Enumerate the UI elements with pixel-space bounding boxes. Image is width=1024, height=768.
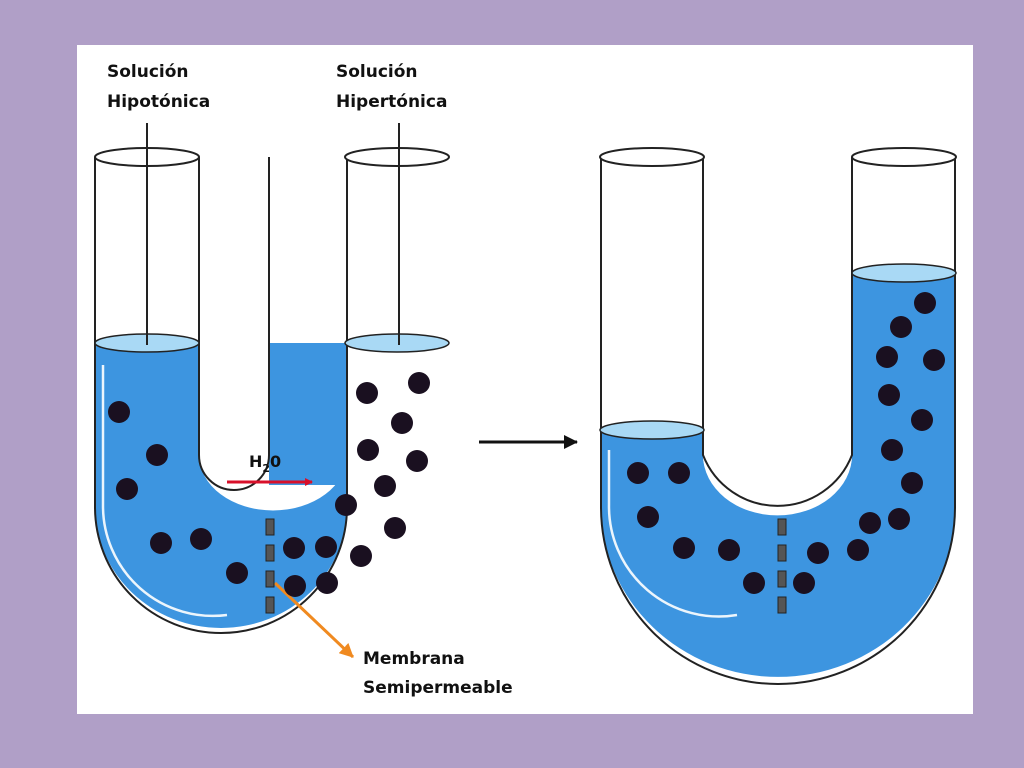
solute-particle xyxy=(316,572,338,594)
tube-gap-initial xyxy=(199,345,269,485)
surface-hypertonic-final xyxy=(851,263,957,283)
solute-particle xyxy=(226,562,248,584)
solute-particle xyxy=(743,572,765,594)
solute-particle xyxy=(384,517,406,539)
solute-particle xyxy=(190,528,212,550)
solute-particle xyxy=(901,472,923,494)
solute-particle xyxy=(146,444,168,466)
solute-particle xyxy=(793,572,815,594)
membrane-segment xyxy=(777,596,787,614)
solute-particle xyxy=(923,349,945,371)
u-tube-final xyxy=(599,147,957,685)
solute-particle xyxy=(284,575,306,597)
solute-particle xyxy=(911,409,933,431)
solution-body-final xyxy=(601,273,955,677)
glass-highlight-final xyxy=(607,450,738,618)
membrane-segment xyxy=(777,518,787,536)
membrane-segment xyxy=(265,544,275,562)
surface-hypotonic-final xyxy=(599,420,705,440)
solute-particle xyxy=(627,462,649,484)
water-label: H20 xyxy=(249,452,281,475)
solute-particles-final xyxy=(627,292,945,594)
membrane-label-line1: Membrana xyxy=(363,649,465,669)
membrane-segment xyxy=(265,596,275,614)
solute-particle xyxy=(890,316,912,338)
solute-particle xyxy=(876,346,898,368)
surface-hypertonic-initial xyxy=(344,333,450,353)
membrane-segment xyxy=(265,518,275,536)
solute-particle xyxy=(283,537,305,559)
solution-body-initial xyxy=(95,343,347,628)
solute-particle xyxy=(408,372,430,394)
solute-particle xyxy=(108,401,130,423)
membrane-segment xyxy=(265,570,275,588)
tube-outline-initial xyxy=(94,157,348,634)
solution-arm-hypertonic-initial xyxy=(269,343,347,485)
membrane-final xyxy=(777,518,787,614)
solute-particle xyxy=(914,292,936,314)
tube-opening-right-final xyxy=(851,147,957,167)
tube-outline-final xyxy=(600,157,956,685)
solute-particle xyxy=(673,537,695,559)
hypertonic-label-line2: Hipertónica xyxy=(336,92,447,112)
solute-particle xyxy=(718,539,740,561)
solute-particle xyxy=(357,439,379,461)
solute-particle xyxy=(881,439,903,461)
osmosis-diagram: Solución Hipotónica Solución Hipertónica… xyxy=(94,62,957,698)
hypotonic-label-line2: Hipotónica xyxy=(107,92,210,112)
glass-highlight-initial xyxy=(101,365,228,618)
membrane-label-line2: Semipermeable xyxy=(363,678,513,698)
hypertonic-label-line1: Solución xyxy=(336,62,418,82)
solute-particle xyxy=(391,412,413,434)
solute-particle xyxy=(847,539,869,561)
solute-particle xyxy=(356,382,378,404)
membrane-pointer-arrow xyxy=(273,581,355,659)
solute-particle xyxy=(374,475,396,497)
solute-particle xyxy=(335,494,357,516)
solute-particle xyxy=(350,545,372,567)
solute-particle xyxy=(888,508,910,530)
solute-particle xyxy=(807,542,829,564)
solute-particle xyxy=(637,506,659,528)
diagram-panel: Solución Hipotónica Solución Hipertónica… xyxy=(77,45,973,714)
membrane-segment xyxy=(777,544,787,562)
membrane-segment xyxy=(777,570,787,588)
solute-particles-initial xyxy=(108,372,430,597)
solute-particle xyxy=(150,532,172,554)
membrane-initial xyxy=(265,518,275,614)
tube-opening-left-final xyxy=(599,147,705,167)
hypotonic-label-line1: Solución xyxy=(107,62,189,82)
solute-particle xyxy=(668,462,690,484)
solute-particle xyxy=(859,512,881,534)
solute-particle xyxy=(315,536,337,558)
solute-particle xyxy=(116,478,138,500)
solute-particle xyxy=(878,384,900,406)
tube-gap-final xyxy=(703,275,852,516)
solute-particle xyxy=(406,450,428,472)
tube-opening-right-initial xyxy=(344,147,450,167)
